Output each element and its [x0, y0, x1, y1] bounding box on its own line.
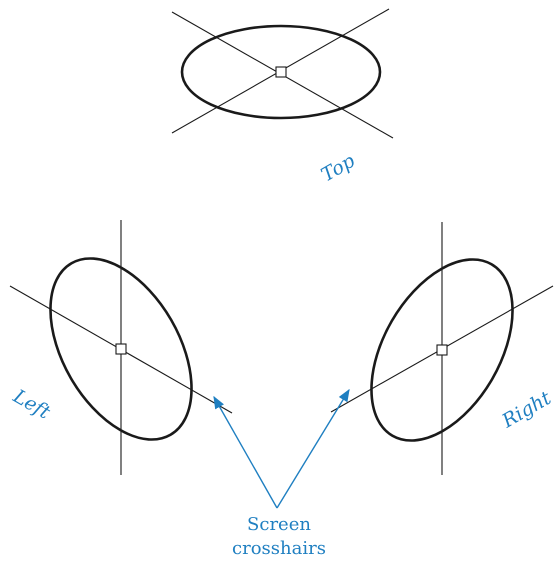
top-cursor-box — [275, 66, 287, 78]
left-ellipse — [49, 257, 193, 441]
callout-label-line1: Screen — [247, 514, 311, 535]
callout-label-line2: crosshairs — [232, 538, 326, 559]
right-cursor-box — [436, 344, 448, 356]
left-view-label: Left — [9, 385, 55, 424]
left-view: Left — [9, 220, 233, 475]
right-view-label: Right — [498, 387, 556, 433]
callout-arrow-right — [276, 388, 350, 509]
right-view: Right — [330, 222, 556, 475]
screen-crosshairs-callout: Screen crosshairs — [213, 388, 350, 559]
top-ellipse — [180, 24, 382, 120]
right-ellipse — [370, 258, 514, 442]
top-view-label: Top — [318, 150, 359, 186]
callout-arrow-left — [213, 395, 278, 509]
left-cursor-box — [115, 343, 127, 355]
top-view: Top — [171, 8, 394, 186]
